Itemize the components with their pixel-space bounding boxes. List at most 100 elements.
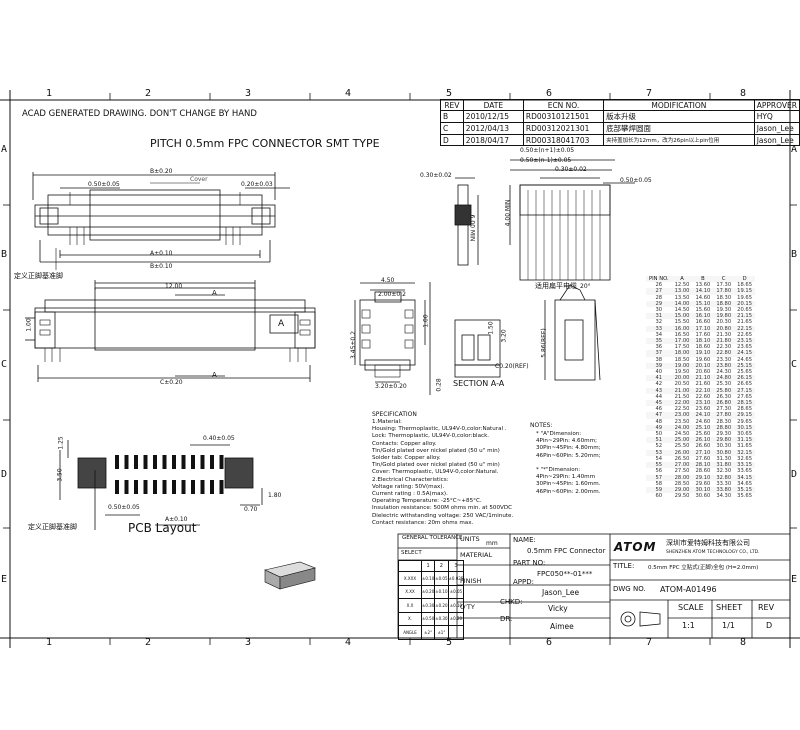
dim-top3: 0.30±0.02 — [555, 166, 587, 173]
pin-table-cell: 29.00 — [671, 486, 693, 494]
pin-table-cell: 28.10 — [692, 462, 714, 469]
pcb-pad — [134, 480, 138, 494]
rev-cell: D — [440, 134, 464, 146]
zone-col-7-bottom: 7 — [646, 637, 653, 648]
pin-table-cell: 20.15 — [734, 300, 756, 308]
company-name-en: SHENZHEN ATOM TECHNOLOGY CO., LTD. — [666, 550, 760, 555]
header-note: ACAD GENERATED DRAWING. DON'T CHANGE BY … — [22, 109, 257, 119]
zone-row-c: C — [1, 359, 8, 370]
tolerance-header-blank — [398, 560, 422, 572]
pin-table-cell: 22.60 — [695, 393, 711, 400]
pin-table-cell: 13.50 — [674, 294, 690, 301]
section-view — [429, 282, 601, 395]
pin-table-cell: 25.65 — [737, 369, 753, 376]
pcb-pad — [124, 455, 129, 469]
pin-table-cell: 21.15 — [734, 313, 756, 320]
drawing-title: PITCH 0.5mm FPC CONNECTOR SMT TYPE — [150, 137, 380, 150]
pin-table-cell: 23.10 — [692, 400, 714, 407]
pin-table-cell: 18.30 — [716, 294, 732, 301]
zone-col-8-bottom: 8 — [740, 637, 747, 648]
spec-line: Housing: Thermoplastic, UL94V-0,color:Na… — [372, 426, 507, 433]
pin-table-cell: 31.30 — [716, 455, 732, 462]
pin-table-cell: 35 — [646, 338, 672, 345]
modification-col-header: MODIFICATION — [603, 99, 755, 111]
revision-row: C 2012/04/13 RD00312021301 底部攀焊圆面 Jason_… — [440, 122, 800, 135]
pin-table-cell: 30.30 — [716, 443, 732, 450]
pin-table-cell: 20.00 — [671, 375, 693, 382]
chkd-label: CHKD: — [500, 598, 523, 606]
pin-table-cell: 32.80 — [713, 474, 735, 481]
section-label: SECTION A-A — [453, 379, 505, 388]
pin-table-cell: 19.10 — [692, 350, 714, 357]
pin-table-cell: 25.50 — [674, 443, 690, 450]
pin-table-cell: 24.15 — [734, 350, 756, 357]
spec-line: Operating Temperature: -25°C~+85°C. — [372, 498, 482, 505]
rev-value: D — [766, 621, 773, 630]
zone-col-4-bottom: 4 — [345, 637, 352, 648]
qty-label: Q'TY — [460, 603, 475, 611]
pin-table-cell: 29 — [646, 300, 672, 308]
pin-table-cell: 22.15 — [734, 325, 756, 332]
dim-b010: B±0.10 — [150, 263, 173, 270]
dim-050-left: 0.50±0.05 — [88, 181, 120, 188]
pin-table-cell: 41 — [646, 375, 672, 382]
pin-table-cell: 26.00 — [671, 449, 693, 456]
pcb-pad — [153, 455, 157, 469]
pin-table-cell: 15.60 — [695, 307, 711, 314]
zone-col-2-bottom: 2 — [145, 637, 152, 648]
pin-table-cell: 33 — [646, 325, 672, 332]
dim-345: 3.45±0.2 — [349, 331, 357, 359]
pin-table-cell: 23.50 — [674, 418, 690, 425]
dim-top4: 0.50±0.05 — [620, 177, 652, 184]
fpc-label: 适用扁平电缆 — [535, 282, 577, 290]
zone-col-1-bottom: 1 — [46, 637, 53, 648]
pin-table-cell: 23.80 — [713, 362, 735, 370]
pin-table-cell: 17.60 — [695, 331, 711, 338]
pin-table-cell: 21.00 — [671, 387, 693, 394]
rev-label: REV — [758, 603, 775, 612]
pin-table-cell: 28.80 — [713, 424, 735, 432]
zone-row-e: E — [1, 574, 8, 585]
tolerance-row: X.XX±0.20±0.10±0.05 — [398, 584, 465, 599]
pin-table-cell: 16.00 — [671, 325, 693, 332]
pcb-pad — [200, 480, 205, 494]
tolerance-title: GENERAL TOLERANCE — [402, 535, 463, 541]
pin-table-cell: 19.65 — [737, 294, 753, 301]
pin-table-cell: 29.80 — [713, 437, 735, 444]
pin-table-cell: 24.50 — [674, 431, 690, 438]
tolerance-row: X.X±0.30±0.20±0.10 — [398, 598, 465, 613]
appd-label: APPD: — [513, 578, 534, 586]
zone-col-4: 4 — [345, 88, 352, 99]
zone-col-5-bottom: 5 — [446, 637, 453, 648]
pin-table-cell: 26.30 — [716, 393, 732, 400]
pin-table-col-header: D — [734, 276, 756, 283]
pcb-pad — [115, 455, 119, 469]
units-label: UNITS — [460, 535, 480, 543]
pin-table-cell: 29.50 — [674, 493, 690, 500]
pin-table-cell: 18.60 — [695, 344, 711, 351]
tolerance-col-header: 3 — [447, 560, 465, 572]
pin-table-cell: 23.00 — [671, 412, 693, 419]
zone-col-3: 3 — [245, 88, 252, 99]
pin-table-cell: 28.60 — [695, 468, 711, 475]
pin-table-cell: 35.15 — [734, 486, 756, 494]
pin-table-cell: 48 — [655, 418, 663, 425]
tolerance-row: ANGLE±2°±1° — [398, 625, 465, 640]
pcb-ref-label: 定义正脚基准脚 — [28, 523, 77, 531]
spec-line: Lock: Thermoplastic, UL94V-0,color:black… — [372, 433, 490, 440]
pin-table-cell: 21.50 — [674, 393, 690, 400]
dim-320b: 3.20 — [500, 329, 508, 343]
sheet-label: SHEET — [716, 603, 743, 612]
pin-table-cell: 26.15 — [734, 375, 756, 382]
section-mark-a-box: A — [278, 319, 285, 329]
pin-table-cell: 17.00 — [671, 338, 693, 345]
zone-row-b: B — [1, 249, 8, 260]
